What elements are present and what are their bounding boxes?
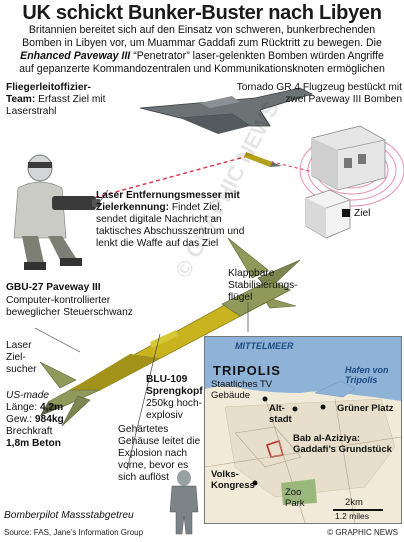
map-congress-label: Volks-Kongress (211, 469, 255, 491)
tripoli-map: MITTELMEER TRIPOLIS Hafen von Tripolis S… (204, 336, 402, 524)
lead-line-1: Britannien bereitet sich auf den Einsatz… (28, 24, 376, 36)
source-note: Source: FAS, Jane’s Information Group (4, 528, 144, 537)
lead-line-3: Enhanced Paveway III “Penetrator” laser-… (20, 50, 384, 62)
pilot-caption: Bomberpilot Massstabgetreu (4, 510, 134, 521)
map-harbor-label: Hafen von Tripolis (345, 365, 389, 385)
casing-label: Gehärtetes Gehäuse leitet die Explosion … (118, 424, 201, 483)
target-building (311, 125, 386, 191)
pilot-figure (169, 470, 199, 535)
specs-break: 1,8m Beton (6, 438, 61, 449)
target-marker (342, 209, 350, 217)
incoming-bomb (244, 152, 282, 167)
laser-seeker-label: Laser Ziel-sucher (6, 340, 37, 375)
specs-box: US-made Länge: 4,2m Gew.: 984kg Brechkra… (6, 390, 106, 450)
fins-label: Klappbare Stabilisierungs-flügel (228, 268, 298, 303)
map-zoo-label: Zoo Park (285, 487, 305, 509)
lead-line-4: auf gepanzerte Kommandozentralen und Kom… (19, 63, 385, 75)
blu-text: 250kg hoch-explosiv (146, 398, 203, 421)
specs-weight: 984kg (34, 414, 64, 425)
map-scale-mi: 1.2 miles (335, 511, 370, 521)
map-compound-label: Bab al-Aziziya: Gaddafi’s Grundstück (293, 433, 392, 455)
controller-label: Fliegerleitoffizier-Team: Erfasst Ziel m… (6, 82, 106, 117)
map-scale-km: 2km (345, 497, 363, 508)
map-scale-bar (333, 509, 383, 511)
map-city-label: TRIPOLIS (213, 363, 281, 378)
top-illustration (13, 87, 404, 270)
rangefinder-title: Laser Entfernungsmesser mit Zielerkennun… (96, 190, 240, 213)
lead-paragraph: Britannien bereitet sich auf den Einsatz… (6, 24, 398, 76)
lead-product-name: Enhanced Paveway III (20, 50, 131, 62)
map-sea-label: MITTELMEER (235, 341, 294, 351)
specs-length: 4,2m (40, 402, 64, 413)
bomb-illustration (34, 237, 301, 470)
controller-title: Fliegerleitoffizier-Team: (6, 82, 91, 105)
target-cube (305, 189, 351, 239)
target-label: Ziel (354, 208, 371, 219)
page-title: UK schickt Bunker-Buster nach Libyen (22, 2, 382, 24)
gbu-text: Computer-kontrollierter beweglicher Steu… (6, 295, 133, 318)
map-drawing (205, 337, 401, 523)
credit: © GRAPHIC NEWS (327, 528, 398, 537)
specs-origin: US-made (6, 390, 50, 401)
tornado-label: Tornado GR 4 Flugzeug bestückt mit zwei … (236, 82, 402, 105)
map-oldtown-label: Alt-stadt (269, 403, 292, 425)
laser-beam (74, 155, 249, 204)
map-tv-label: Staatliches TV Gebäude (211, 379, 273, 401)
tornado-jet (139, 87, 314, 134)
blu-title: BLU-109 Sprengkopf (146, 374, 203, 397)
gbu-title: GBU-27 Paveway III (6, 282, 101, 293)
soldier-figure (13, 154, 100, 270)
map-greenplace-label: Grüner Platz (337, 403, 394, 414)
rangefinder-label: Laser Entfernungsmesser mit Zielerkennun… (96, 190, 245, 249)
lead-line-2: Bomben in Libyen vor, um Muammar Gaddafi… (22, 37, 382, 49)
